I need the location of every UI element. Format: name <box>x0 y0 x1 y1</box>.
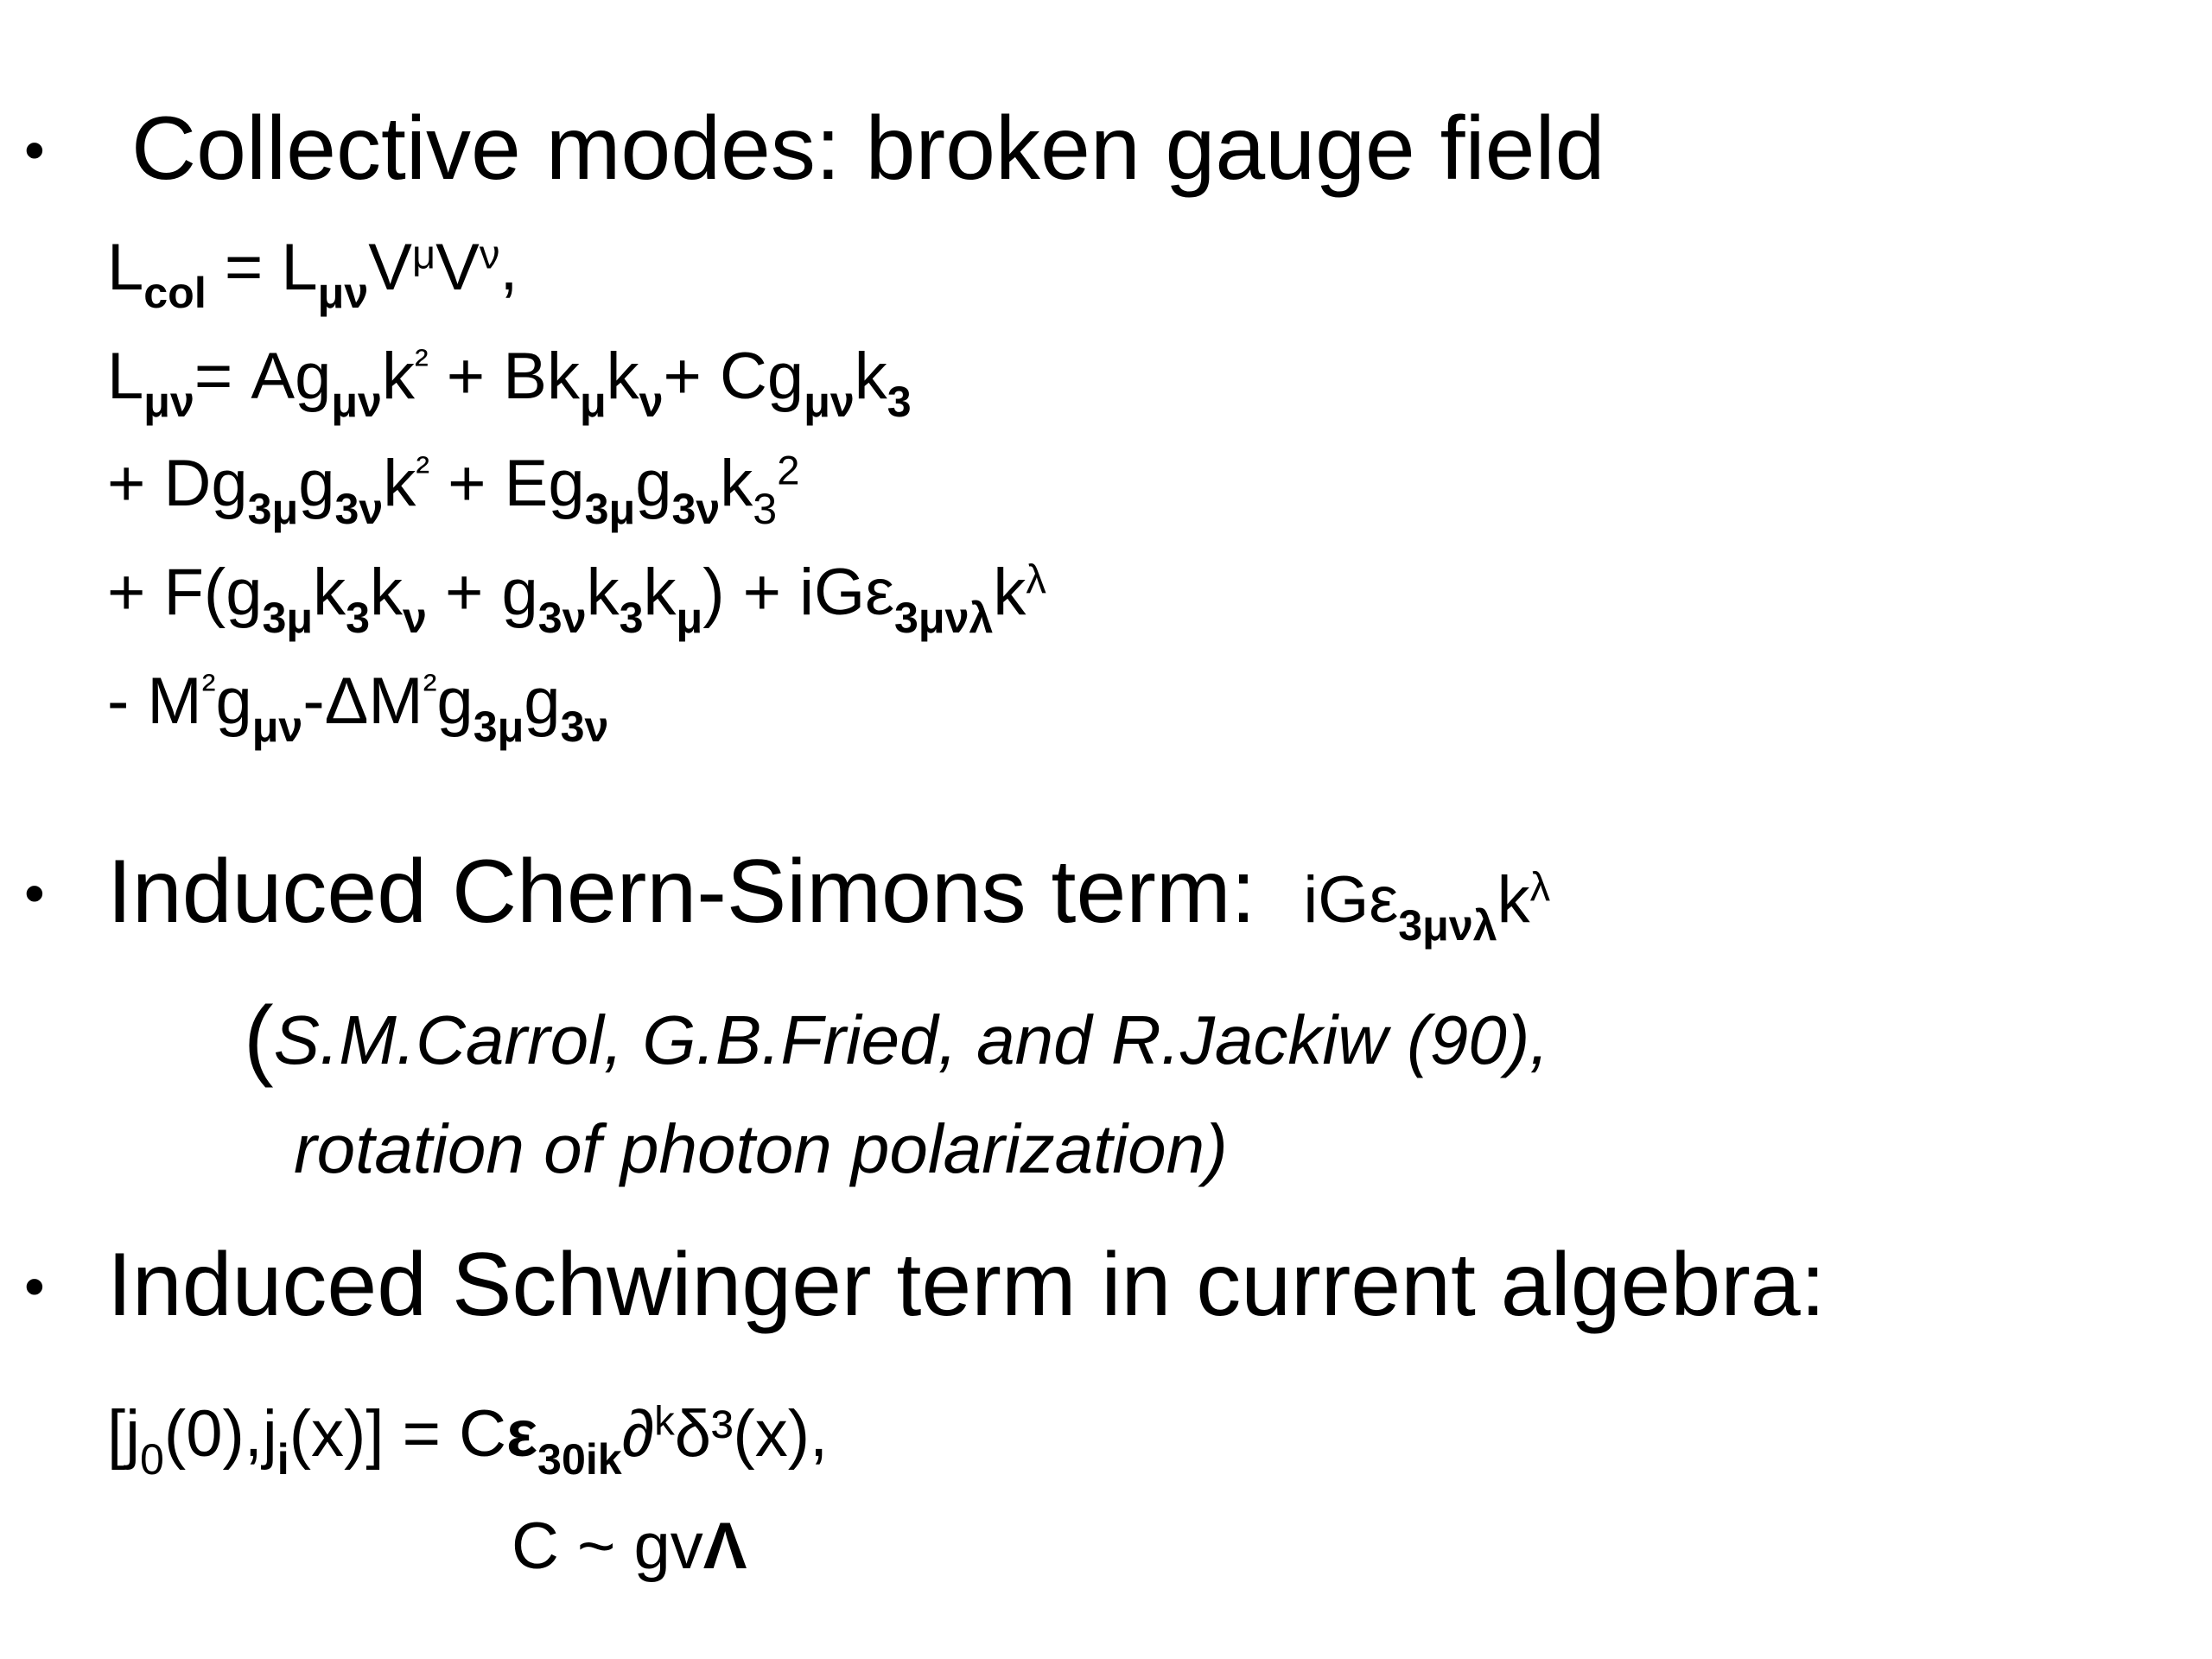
equation-schwinger: [j0(0),ji(x)] = Cε30ik∂kδ³(x), <box>107 1397 829 1484</box>
chern-simons-term: iGε3μνλkλ <box>1303 863 1551 950</box>
bullet-2: • <box>24 861 45 926</box>
heading-chern-simons: Induced Chern-Simons term: iGε3μνλkλ <box>107 842 1551 950</box>
equation-line-mass: - M²gμν-ΔM²g3μg3ν <box>107 664 609 752</box>
bullet-1: • <box>24 118 45 183</box>
heading-schwinger: Induced Schwinger term in current algebr… <box>107 1235 1826 1335</box>
equation-lmunu: Lμν= Agμνk² + Bkμkν+ Cgμνk3 <box>107 340 912 427</box>
reference-line-2: rotation of photon polarization) <box>294 1110 1228 1187</box>
equation-line-f-g: + F(g3μk3kν + g3νk3kμ) + iGε3μνλkλ <box>107 556 1046 643</box>
equation-c-relation: C ~ gvΛ <box>512 1510 747 1583</box>
bullet-3: • <box>24 1254 45 1319</box>
equation-lcol: Lcol = LμνVμVν, <box>107 231 518 318</box>
reference-line-1: (S.M.Carrol, G.B.Fried, and R.Jackiw (90… <box>244 988 1549 1089</box>
heading-collective-modes: Collective modes: broken gauge field <box>131 99 1605 199</box>
equation-line-d-e: + Dg3μg3νk² + Eg3μg3νk32 <box>107 447 800 534</box>
